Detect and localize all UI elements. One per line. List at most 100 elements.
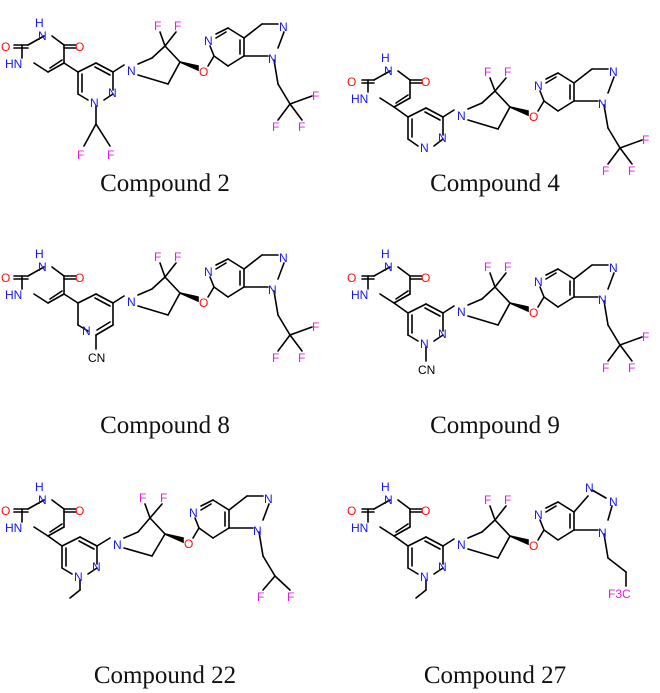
c8-o4-label: O [75,271,84,285]
c9-o4-label: O [421,271,430,285]
c27-n3-label: N [384,493,393,507]
c4-tail-f3: F [642,133,649,147]
compound-9-caption: Compound 9 [430,412,560,439]
c22-o2-label: O [1,504,10,518]
compound-2-caption: Compound 2 [100,170,230,197]
c9-pyrazole-n1: N [598,293,607,307]
c4-hn1-label: HN [351,92,368,106]
compound-4-caption: Compound 4 [430,170,560,197]
c9-pyrimidine-n-b: N [438,327,447,341]
c9-h3-label: H [381,247,390,261]
c2-tail-f3: F [312,89,319,103]
c22-ether-o: O [184,537,193,551]
c22-tail-f2: F [287,590,294,604]
c22-pyridine-n: N [189,506,198,520]
c8-tail-f3: F [312,320,319,334]
c27-pyridine-n: N [534,508,543,522]
c27-pyrrolidine-f1: F [484,493,491,507]
compound-2-structure: O H N O HN N N F F N F F O N N N F F F [1,16,319,162]
c2-hn1-label: HN [5,57,22,71]
compound-4-panel: O H N O HN N N N F F O N N N F F F Compo… [330,0,660,231]
c9-cn-group: CN [418,363,435,377]
c8-n3-label: N [38,260,47,274]
c9-tail-f3: F [642,330,649,344]
c9-pyrrolidine-n: N [457,305,466,319]
c27-pyrimidine-n-a: N [420,570,429,584]
c4-tail-f1: F [602,164,609,178]
c9-tail-f2: F [628,361,635,375]
c27-pyrimidine-n-b: N [438,560,447,574]
c22-hn1-label: HN [5,521,22,535]
c9-o2-label: O [347,271,356,285]
c27-h3-label: H [381,480,390,494]
c4-pyrrolidine-n: N [457,109,466,123]
c8-h3-label: H [35,247,44,261]
c8-pyridine-core-n: N [82,324,91,338]
c22-pyrimidine-n-b: N [92,560,101,574]
c8-pyrrolidine-f1: F [154,250,161,264]
c22-pyrazole-n1: N [253,524,262,538]
c2-pyrimidine-n-a: N [90,96,99,110]
c2-chf2-f1: F [77,148,84,162]
c4-pyrrolidine-f1: F [484,65,491,79]
c22-tail-f1: F [257,590,264,604]
c22-pyrrolidine-f2: F [160,491,167,505]
compound-22-caption: Compound 22 [93,662,237,689]
c22-pyrimidine-n-a: N [74,570,83,584]
c4-pyrazole-n2: N [609,65,618,79]
c8-cn-group: CN [88,351,105,365]
c2-pyrrolidine-f2: F [174,19,181,33]
c2-pyrazole-n2: N [279,20,288,34]
compound-4-structure: O H N O HN N N N F F O N N N F F F [347,51,649,178]
c22-pyrazole-n2: N [264,492,273,506]
c9-pyridine-n: N [534,275,543,289]
c9-pyrrolidine-f2: F [504,260,511,274]
c22-o4-label: O [75,504,84,518]
c9-hn1-label: HN [351,288,368,302]
c8-pyrrolidine-n: N [127,295,136,309]
c4-o2-label: O [347,75,356,89]
c8-pyrazole-n2: N [279,251,288,265]
c2-pyrimidine-n-b: N [108,86,117,100]
c2-ether-o: O [199,65,208,79]
compound-9-panel: O H N O HN N N CN N F F O N N N F F F Co… [330,231,660,462]
c4-tail-f2: F [628,164,635,178]
compound-27-caption: Compound 27 [423,662,567,689]
c22-pyrrolidine-f1: F [139,491,146,505]
c9-tail-f1: F [602,361,609,375]
c27-o4-label: O [421,504,430,518]
c4-pyridine-n: N [534,79,543,93]
c27-triazole-n3: N [609,495,618,509]
c4-pyrrolidine-f2: F [504,65,511,79]
c2-o2-label: O [1,40,10,54]
c22-n3-label: N [38,493,47,507]
c2-chf2-f2: F [107,148,114,162]
compound-8-structure: O H N O HN N CN N F F O N N N F F F [1,247,319,365]
c4-pyrimidine-n-a: N [420,141,429,155]
c2-h3-label: H [35,16,44,30]
c27-ether-o: O [529,539,538,553]
c2-pyrrolidine-n: N [127,64,136,78]
compound-8-panel: O H N O HN N CN N F F O N N N F F F Comp… [0,231,330,462]
c9-pyrimidine-n-a: N [420,337,429,351]
c4-pyrimidine-n-b: N [438,131,447,145]
c8-o2-label: O [1,271,10,285]
c27-pyrrolidine-n: N [457,538,466,552]
compound-2-panel: O H N O HN N N F F N F F O N N N F F F C… [0,0,330,231]
c9-ether-o: O [529,306,538,320]
c9-pyrazole-n2: N [609,261,618,275]
compound-8-caption: Compound 8 [100,412,230,439]
c27-triazole-n2: N [585,481,594,495]
c27-cf3-group: F3C [608,587,631,601]
compound-27-panel: O H N O HN N N N F F O N N N N F3C Compo… [330,462,660,693]
c4-n3-label: N [384,64,393,78]
c2-pyridine-n: N [204,34,213,48]
compound-22-structure: O H N O HN N N N F F O N N N F F [1,480,294,604]
c2-n3-label: N [38,29,47,43]
c2-pyrazole-n1: N [268,52,277,66]
c2-pyrrolidine-f1: F [154,19,161,33]
c27-hn1-label: HN [351,521,368,535]
c27-o2-label: O [347,504,356,518]
c8-tail-f1: F [272,351,279,365]
c8-hn1-label: HN [5,288,22,302]
